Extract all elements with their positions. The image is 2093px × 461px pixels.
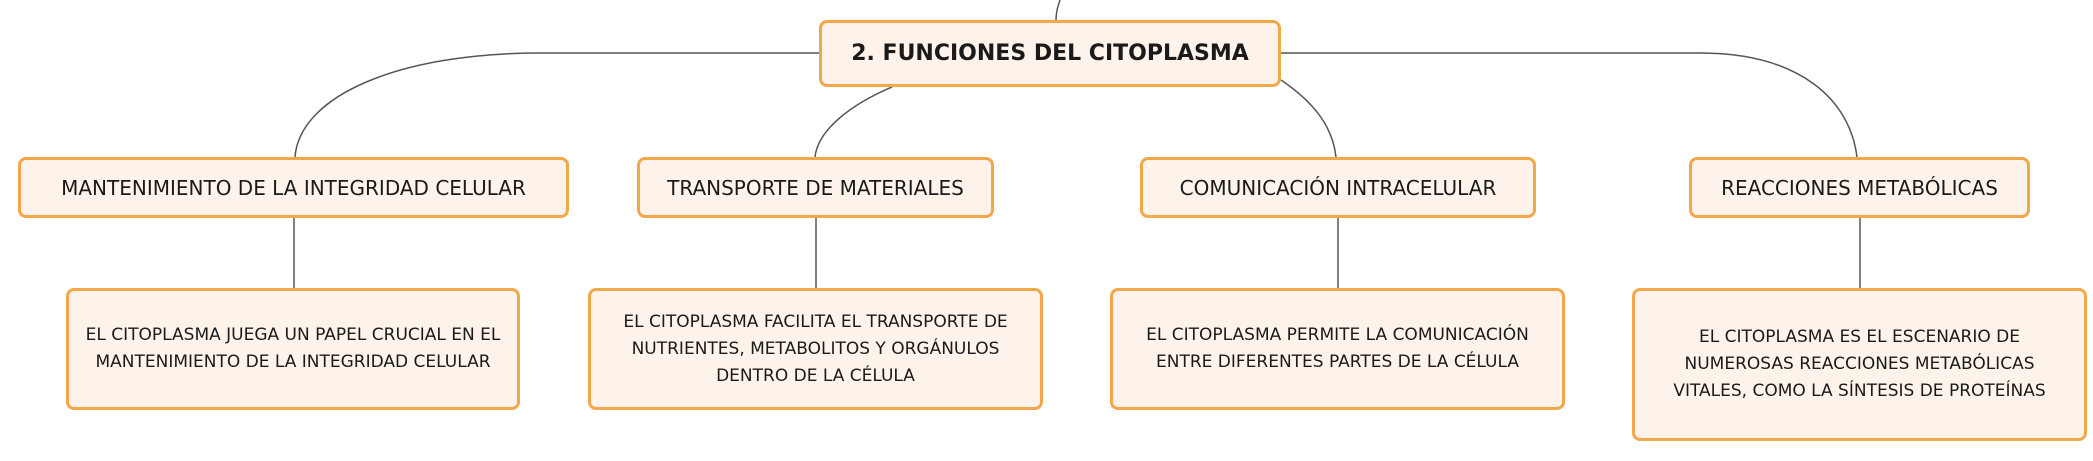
leaf-description: EL CITOPLASMA ES EL ESCENARIO DE NUMEROS… (1673, 327, 2046, 401)
leaf-node-transporte[interactable]: EL CITOPLASMA FACILITA EL TRANSPORTE DE … (588, 288, 1043, 410)
connector-parent-in (1055, 0, 1061, 21)
connector-root-to-branch-1 (294, 52, 819, 158)
root-topic-node[interactable]: 2. FUNCIONES DEL CITOPLASMA (819, 20, 1281, 87)
leaf-description: EL CITOPLASMA PERMITE LA COMUNICACIÓN EN… (1146, 325, 1529, 372)
leaf-description: EL CITOPLASMA JUEGA UN PAPEL CRUCIAL EN … (85, 325, 501, 372)
branch-title: MANTENIMIENTO DE LA INTEGRIDAD CELULAR (61, 175, 526, 200)
branch-node-reacciones[interactable]: REACCIONES METABÓLICAS (1689, 157, 2030, 218)
branch-node-integridad[interactable]: MANTENIMIENTO DE LA INTEGRIDAD CELULAR (18, 157, 569, 218)
branch-node-transporte[interactable]: TRANSPORTE DE MATERIALES (637, 157, 994, 218)
connector-root-to-branch-4 (1281, 52, 1858, 158)
branch-title: COMUNICACIÓN INTRACELULAR (1179, 175, 1497, 200)
branch-title: REACCIONES METABÓLICAS (1721, 175, 1998, 200)
connector-root-to-branch-2 (814, 86, 893, 158)
leaf-node-reacciones[interactable]: EL CITOPLASMA ES EL ESCENARIO DE NUMEROS… (1632, 288, 2087, 441)
connector-root-to-branch-3 (1280, 79, 1337, 158)
leaf-node-comunicacion[interactable]: EL CITOPLASMA PERMITE LA COMUNICACIÓN EN… (1110, 288, 1565, 410)
root-topic-label: 2. FUNCIONES DEL CITOPLASMA (851, 41, 1249, 66)
leaf-description: EL CITOPLASMA FACILITA EL TRANSPORTE DE … (623, 311, 1008, 386)
branch-node-comunicacion[interactable]: COMUNICACIÓN INTRACELULAR (1140, 157, 1536, 218)
leaf-node-integridad[interactable]: EL CITOPLASMA JUEGA UN PAPEL CRUCIAL EN … (66, 288, 520, 410)
branch-title: TRANSPORTE DE MATERIALES (667, 175, 964, 200)
